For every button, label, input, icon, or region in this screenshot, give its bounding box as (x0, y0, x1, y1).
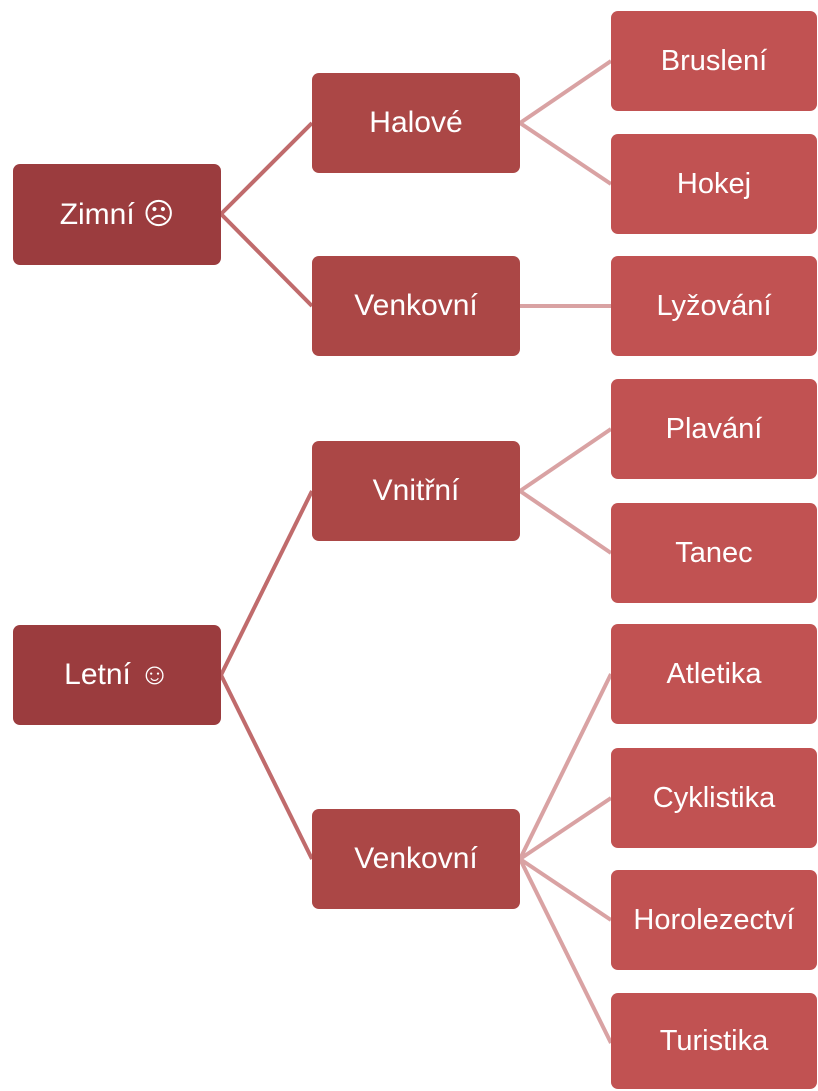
node-halove: Halové (312, 73, 520, 173)
node-lyzovani: Lyžování (611, 256, 817, 356)
connector-vnitrni-plavani (518, 427, 613, 493)
connector-venkovni-turistika (518, 858, 613, 1044)
connector-venkovni-cyklistika (518, 796, 613, 861)
node-brusleni: Bruslení (611, 11, 817, 111)
node-tanec: Tanec (611, 503, 817, 603)
connector-zimni-venkovni (219, 212, 314, 308)
connector-vnitrni-tanec (518, 489, 613, 555)
connector-venkovni-horolezectvi (518, 857, 613, 922)
node-plavani: Plavání (611, 379, 817, 479)
connector-halove-hokej (518, 121, 613, 186)
node-hokej: Hokej (611, 134, 817, 234)
connector-zimni-halove (219, 121, 314, 216)
node-zimni: Zimní ☹ (13, 164, 221, 265)
node-atletika: Atletika (611, 624, 817, 724)
node-turistika: Turistika (611, 993, 817, 1089)
node-venkovni-zimni: Venkovní (312, 256, 520, 356)
connector-halove-brusleni (518, 59, 613, 125)
node-vnitrni: Vnitřní (312, 441, 520, 541)
node-letni: Letní ☺ (13, 625, 221, 725)
node-venkovni-letni: Venkovní (312, 809, 520, 909)
connector-letni-vnitrni (219, 490, 314, 676)
node-cyklistika: Cyklistika (611, 748, 817, 848)
connector-venkovni-atletika (518, 673, 613, 860)
node-horolezectvi: Horolezectví (611, 870, 817, 970)
connector-letni-venkovni (219, 674, 314, 860)
